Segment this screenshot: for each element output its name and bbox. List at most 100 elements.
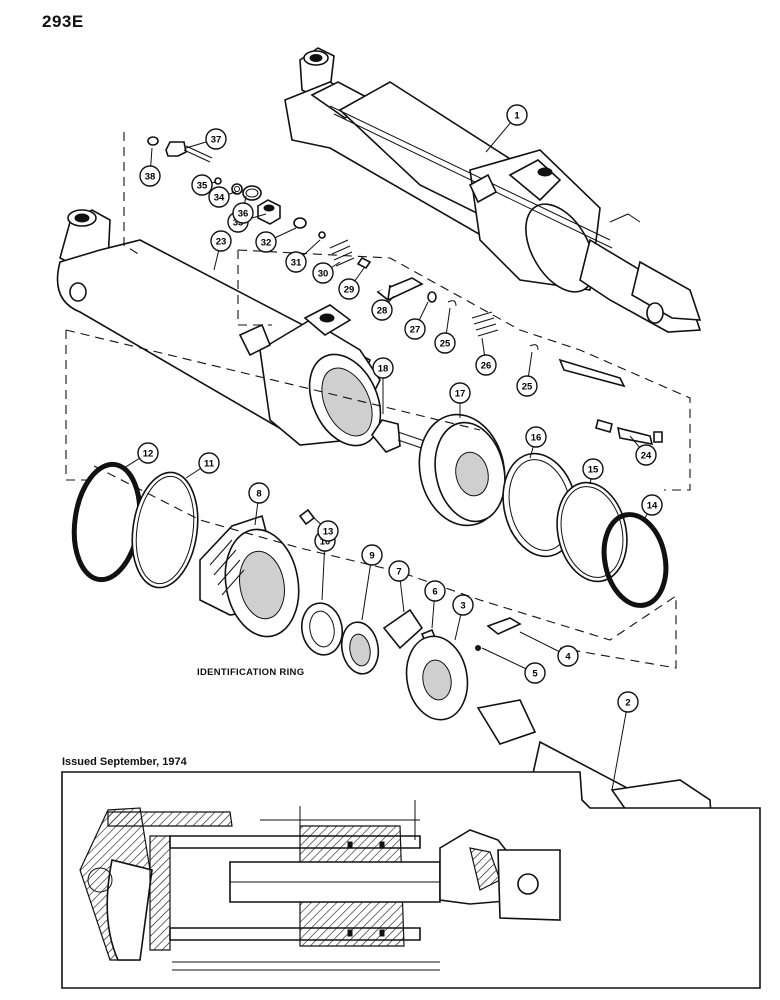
cylinder-barrel <box>56 209 382 447</box>
callout-number: 34 <box>214 193 225 204</box>
callout-circle <box>524 662 546 684</box>
callout-number: 16 <box>531 433 542 444</box>
callout-number: 3 <box>460 601 465 612</box>
callout-17: 17 <box>449 382 471 418</box>
callout-number: 12 <box>143 449 154 460</box>
callout-circle <box>248 482 270 504</box>
callout-number: 33 <box>233 218 244 229</box>
callout-12: 12 <box>123 442 159 469</box>
callout-balloons: 1234567891011121314151617182324252526272… <box>123 104 663 791</box>
callout-13: 13 <box>311 515 339 542</box>
callout-number: 17 <box>455 389 466 400</box>
assembled-cylinder <box>284 47 702 333</box>
callout-number: 10 <box>320 537 331 548</box>
issue-date: Issued September, 1974 <box>62 756 187 768</box>
callout-3: 3 <box>452 594 474 641</box>
callout-number: 25 <box>522 382 533 393</box>
callout-25: 25 <box>434 307 456 354</box>
callout-number: 37 <box>211 135 222 146</box>
callout-37: 37 <box>185 128 227 150</box>
callout-number: 30 <box>318 269 329 280</box>
callout-18: 18 <box>372 357 394 414</box>
callout-2: 2 <box>611 691 639 791</box>
callout-number: 15 <box>588 465 599 476</box>
callout-circle <box>617 691 639 713</box>
callout-number: 31 <box>291 258 302 269</box>
callout-24: 24 <box>629 435 657 466</box>
cross-section-inset <box>61 771 761 989</box>
callout-36: 36 <box>232 195 254 224</box>
callout-number: 6 <box>432 587 437 598</box>
guide-lines <box>65 132 691 669</box>
callout-circle <box>557 645 579 667</box>
callout-circle <box>198 452 220 474</box>
callout-circle <box>317 520 339 542</box>
callout-8: 8 <box>248 482 270 526</box>
callout-number: 32 <box>261 238 272 249</box>
callout-leader <box>361 554 373 621</box>
callout-circle <box>525 426 547 448</box>
callout-circle <box>137 442 159 464</box>
callout-circle <box>361 544 383 566</box>
piston-assembly <box>371 413 669 608</box>
callout-14: 14 <box>641 494 663 519</box>
callout-number: 29 <box>344 285 355 296</box>
callout-number: 25 <box>440 339 451 350</box>
callout-32: 32 <box>255 227 297 253</box>
callout-number: 38 <box>145 172 156 183</box>
callout-number: 14 <box>647 501 658 512</box>
callout-number: 18 <box>378 364 389 375</box>
callout-circle <box>255 231 277 253</box>
callout-circle <box>434 332 456 354</box>
callout-27: 27 <box>404 301 429 340</box>
callout-11: 11 <box>185 452 220 479</box>
callout-number: 11 <box>204 459 215 470</box>
callout-31: 31 <box>285 239 321 273</box>
callout-number: 28 <box>377 306 388 317</box>
callout-number: 27 <box>410 325 421 336</box>
callout-circle <box>516 375 538 397</box>
callout-number: 13 <box>323 527 334 538</box>
callout-6: 6 <box>424 580 446 629</box>
callout-circle <box>208 186 230 208</box>
callout-number: 5 <box>532 669 538 680</box>
callout-number: 2 <box>625 698 630 709</box>
callout-7: 7 <box>388 560 410 613</box>
callout-9: 9 <box>361 544 383 621</box>
callout-circle <box>424 580 446 602</box>
callout-38: 38 <box>139 147 161 187</box>
callout-number: 4 <box>565 652 571 663</box>
callout-circle <box>641 494 663 516</box>
callout-circle <box>338 278 360 300</box>
callout-leader <box>611 701 629 791</box>
callout-circle <box>285 251 307 273</box>
callout-23: 23 <box>210 230 232 271</box>
callout-5: 5 <box>481 647 546 684</box>
callout-number: 7 <box>396 567 401 578</box>
callout-26: 26 <box>475 337 497 376</box>
callout-circle <box>205 128 227 150</box>
callout-circle <box>139 165 161 187</box>
callout-circle <box>506 104 528 126</box>
callout-circle <box>372 357 394 379</box>
callout-circle <box>191 174 213 196</box>
callout-34: 34 <box>208 186 237 208</box>
callout-number: 23 <box>216 237 227 248</box>
callout-circle <box>312 262 334 284</box>
callout-circle <box>371 299 393 321</box>
callout-4: 4 <box>519 631 579 667</box>
callout-10: 10 <box>314 530 336 601</box>
callout-circle <box>582 458 604 480</box>
callout-circle <box>635 444 657 466</box>
valve-parts <box>147 136 663 446</box>
callout-circle <box>232 202 254 224</box>
callout-25: 25 <box>516 351 538 397</box>
page-number: 293E <box>42 12 84 31</box>
callout-28: 28 <box>371 295 395 321</box>
callout-number: 35 <box>197 181 208 192</box>
callout-circle <box>388 560 410 582</box>
callout-16: 16 <box>525 426 547 459</box>
callout-circle <box>475 354 497 376</box>
identification-ring-label: IDENTIFICATION RING <box>197 667 305 678</box>
